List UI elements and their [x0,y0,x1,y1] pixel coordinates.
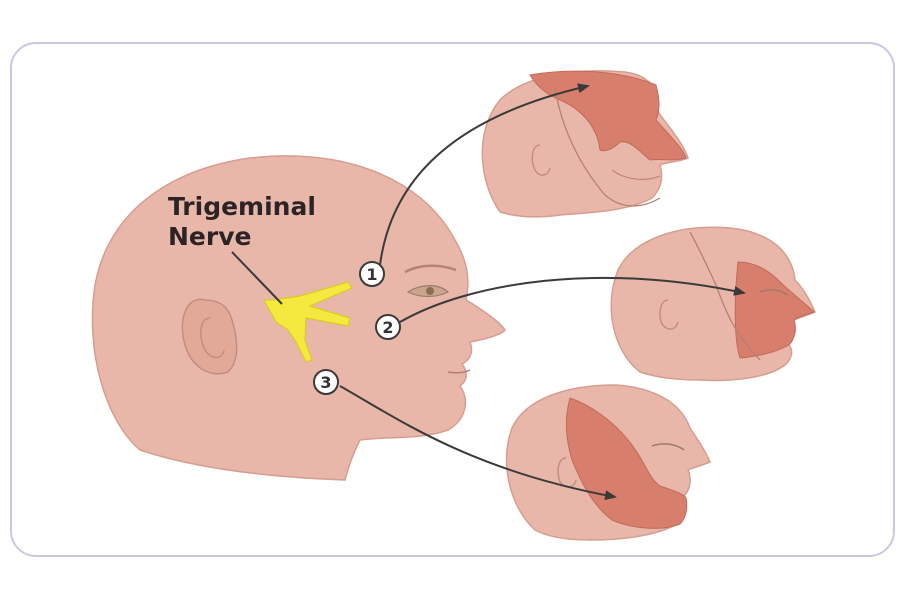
badge-branch-3: 3 [313,369,339,395]
badge-number-1: 1 [366,265,377,284]
badge-branch-1: 1 [359,261,385,287]
title-pointer-line [231,251,283,305]
head-branch-2 [610,226,816,382]
badge-number-3: 3 [320,373,331,392]
badge-branch-2: 2 [375,314,401,340]
trigeminal-nerve-shape [262,281,353,363]
arrow-branch-1 [379,83,590,266]
arrow-branch-2 [399,276,746,323]
title-line-2: Nerve [168,222,251,251]
badge-number-2: 2 [382,318,393,337]
head-branch-1 [481,70,689,218]
title-line-1: Trigeminal [168,192,316,221]
arrow-branch-3 [339,385,617,501]
head-branch-3 [505,384,711,541]
